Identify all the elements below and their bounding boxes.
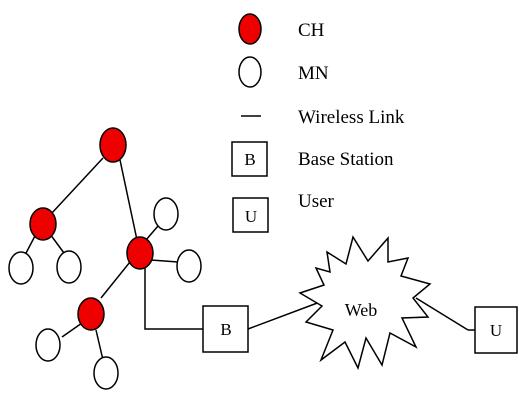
link-center-ch-lower-ch	[100, 261, 131, 299]
link-top-ch-center-ch	[119, 159, 138, 241]
web-starburst	[298, 235, 432, 371]
nodes	[8, 127, 202, 390]
legend-user-label: User	[298, 191, 335, 212]
base-station: B	[202, 305, 249, 353]
mn-node-center-right	[176, 249, 202, 283]
mn-node-center-top	[153, 197, 179, 231]
legend-ch-label: CH	[298, 20, 325, 41]
link-center-ch-mn-right	[150, 259, 179, 263]
legend-base-station-symbol: B	[244, 150, 255, 169]
link-left-ch-mn-b	[49, 233, 65, 254]
mn-node-left-b	[56, 250, 82, 284]
legend-wireless-link-label: Wireless Link	[298, 107, 405, 128]
legend: CH MN Wireless Link B Base Station U Use…	[231, 13, 405, 233]
base-station-box	[202, 305, 249, 353]
link-lower-ch-mn-a	[61, 322, 83, 338]
mn-node-lower-b	[93, 356, 119, 390]
user-label: U	[490, 321, 502, 340]
link-base-station-web	[247, 301, 321, 330]
legend-mn-label: MN	[298, 63, 329, 84]
legend-user-box	[232, 197, 269, 233]
links	[24, 157, 475, 361]
link-center-ch-mn-top	[145, 225, 159, 241]
legend-ch-symbol	[238, 13, 262, 45]
link-top-ch-left-ch	[50, 157, 104, 215]
user-box	[474, 306, 518, 354]
link-lower-ch-mn-b	[95, 329, 104, 361]
mn-node-lower-a	[35, 328, 61, 362]
ch-node-center	[126, 236, 154, 270]
ch-node-lower	[77, 297, 105, 331]
link-left-ch-mn-a	[24, 233, 37, 256]
legend-base-station-label: Base Station	[298, 149, 394, 170]
web-cloud: Web	[298, 235, 432, 371]
legend-mn-symbol	[238, 56, 262, 88]
legend-base-station-box	[231, 141, 268, 177]
link-center-ch-base-station	[144, 268, 203, 330]
user: U	[474, 306, 518, 354]
legend-user-symbol: U	[245, 207, 257, 226]
web-label: Web	[345, 300, 378, 320]
link-web-user	[415, 297, 469, 331]
ch-node-top	[99, 127, 127, 163]
base-station-label: B	[220, 320, 231, 339]
ch-node-left	[29, 207, 57, 241]
mn-node-left-a	[8, 251, 34, 285]
